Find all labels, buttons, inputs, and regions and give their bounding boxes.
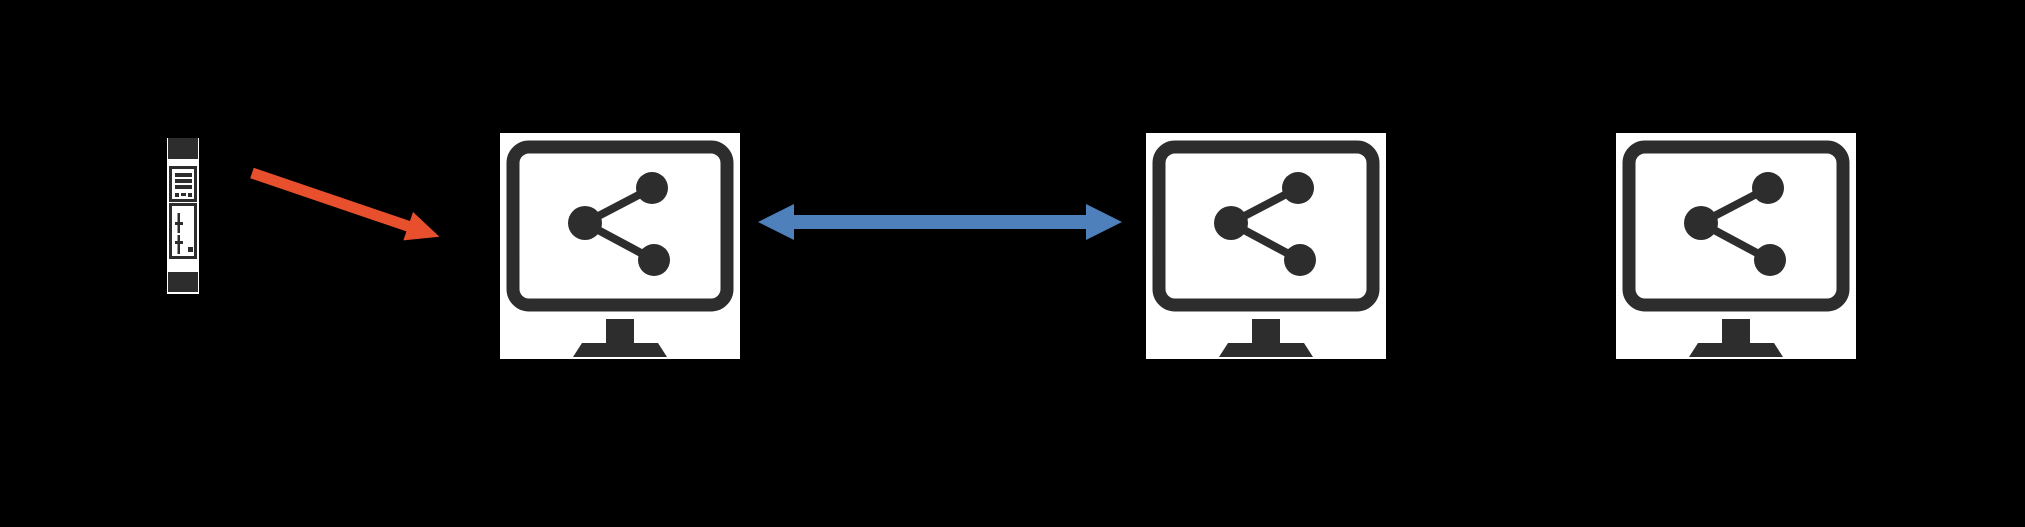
workstation-1 bbox=[500, 133, 740, 359]
blue-arrow bbox=[755, 193, 1125, 253]
red-arrow bbox=[245, 160, 455, 250]
workstation-3 bbox=[1616, 133, 1856, 359]
red-arrow-icon bbox=[250, 167, 440, 241]
source-device bbox=[167, 138, 199, 294]
monitor-share-icon bbox=[1616, 133, 1856, 359]
double-arrow-icon bbox=[758, 204, 1122, 240]
monitor-share-icon bbox=[1146, 133, 1386, 359]
monitor-share-icon bbox=[500, 133, 740, 359]
workstation-2 bbox=[1146, 133, 1386, 359]
computer-tower-icon bbox=[167, 138, 199, 294]
